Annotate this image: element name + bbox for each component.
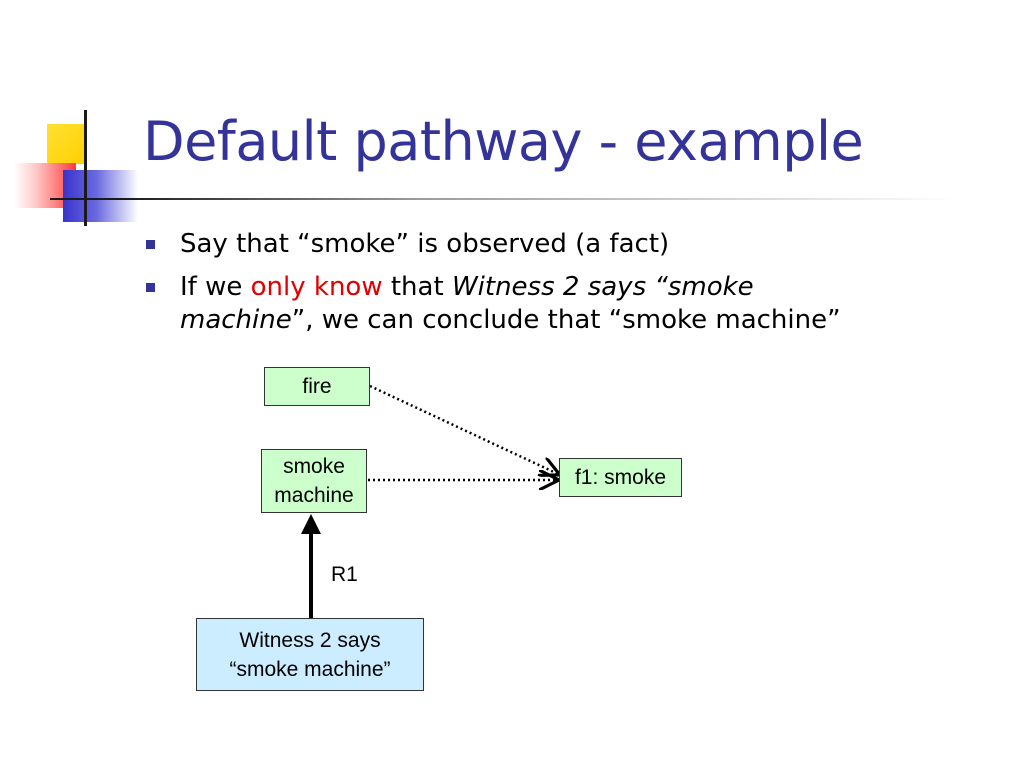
node-witness-line1: Witness 2 says [239, 628, 381, 652]
bullet-highlight: only know [250, 272, 383, 302]
logo-vertical-line [84, 110, 87, 226]
node-fire: fire [264, 367, 370, 406]
bullet-text-after: ”, we can conclude that “smoke machine” [291, 305, 841, 335]
node-f1-label: f1: smoke [574, 466, 667, 489]
bullet-text-middle: that [382, 272, 452, 302]
edge-fire-to-f1 [369, 384, 558, 474]
node-witness-label: Witness 2 says “smoke machine” [229, 626, 390, 684]
node-witness: Witness 2 says “smoke machine” [196, 618, 424, 691]
logo-blue-square [63, 170, 138, 222]
node-smoke-machine: smoke machine [261, 449, 367, 513]
edge-label-r1: R1 [331, 563, 358, 586]
node-smoke-machine-line1: smoke [283, 455, 345, 478]
bullet-square-icon [146, 240, 155, 249]
bullet-text-before: If we [180, 272, 251, 302]
bullet-text: Say that “smoke” is observed (a fact) [180, 229, 670, 259]
node-f1-smoke: f1: smoke [559, 458, 682, 497]
node-witness-line2: “smoke machine” [229, 657, 391, 681]
node-smoke-machine-line2: machine [274, 484, 354, 507]
logo-yellow-square [47, 124, 87, 164]
bullet-italic-quote-end: machine [180, 305, 292, 335]
bullet-square-icon [146, 283, 155, 292]
bullet-text: If we only know that Witness 2 says “smo… [180, 271, 841, 337]
bullet-italic-quote: Witness 2 says “smoke [451, 272, 754, 302]
node-fire-label: fire [302, 375, 332, 398]
title-underline [50, 198, 960, 200]
node-smoke-machine-label: smoke machine [274, 452, 353, 510]
slide-title: Default pathway - example [143, 110, 864, 173]
